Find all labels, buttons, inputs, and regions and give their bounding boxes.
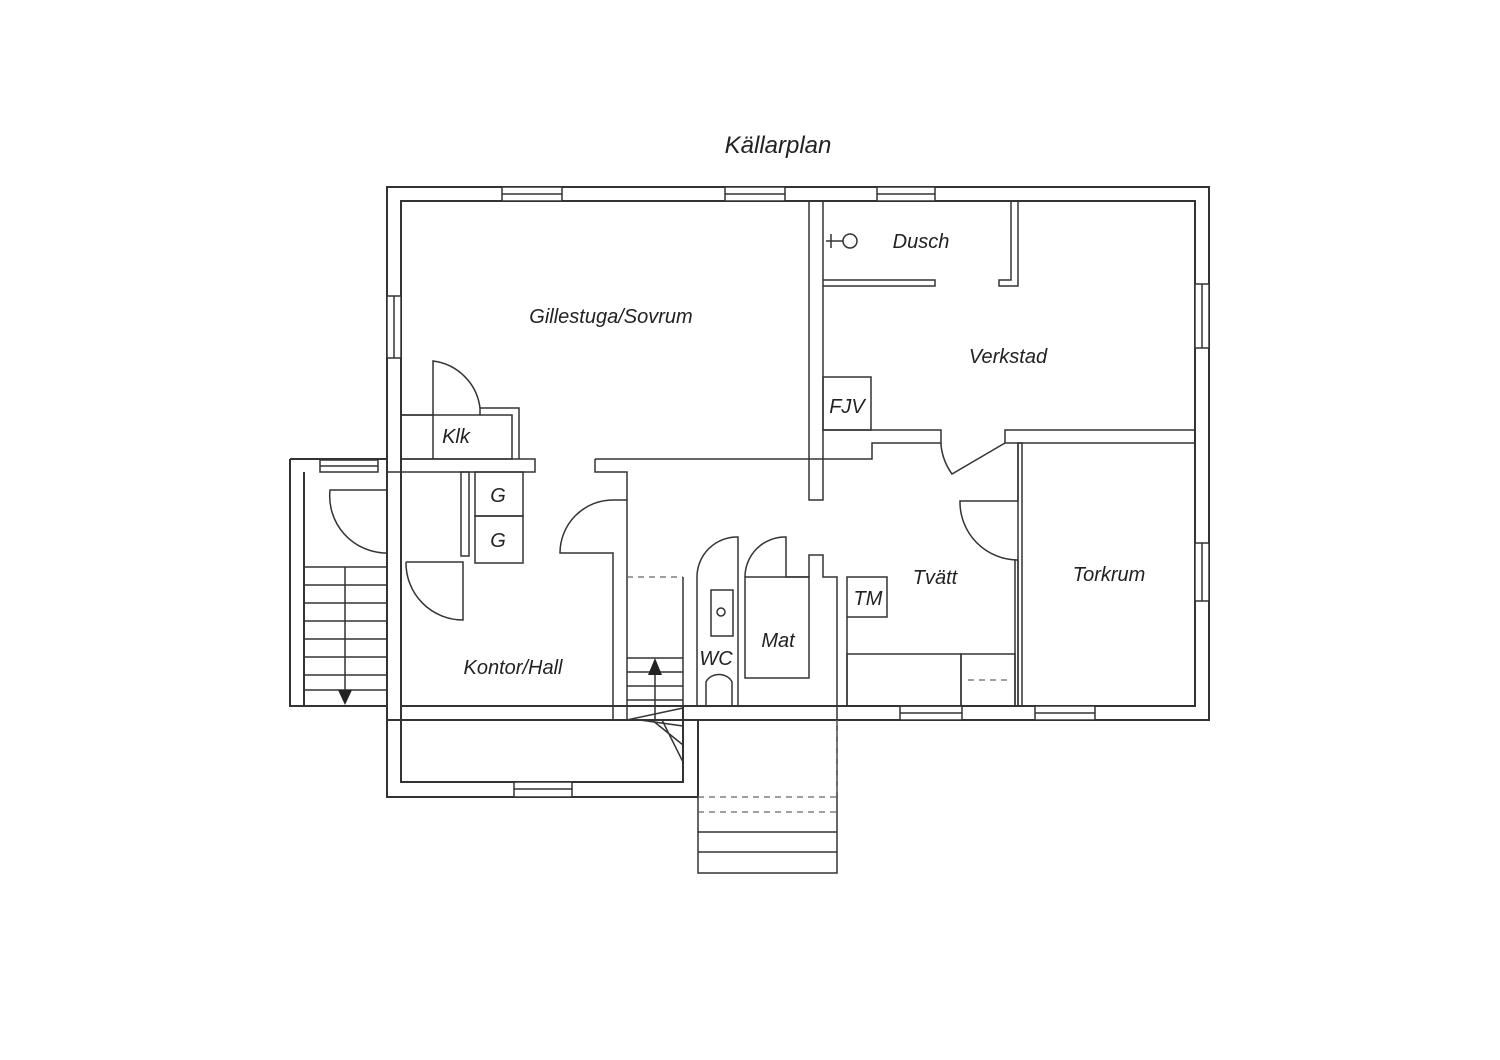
- interior-walls: [328, 200, 1196, 782]
- south-entrance-steps: [697, 720, 838, 874]
- windows: [319, 186, 1210, 798]
- room-label-klk: Klk: [442, 426, 471, 448]
- room-label-verkstad: Verkstad: [969, 346, 1048, 368]
- room-label-torkrum: Torkrum: [1073, 564, 1146, 586]
- room-label-mat: Mat: [761, 630, 796, 652]
- plan-title: Källarplan: [725, 132, 832, 159]
- room-label-g-1: G: [490, 485, 506, 507]
- room-label-wc: WC: [699, 648, 733, 670]
- room-label-fjv: FJV: [829, 396, 866, 418]
- room-labels: Gillestuga/Sovrum Dusch Verkstad FJV Klk…: [442, 231, 1145, 679]
- room-label-g-2: G: [490, 530, 506, 552]
- room-label-tvatt: Tvätt: [913, 567, 959, 589]
- stairs-down-arrow-icon: [338, 690, 352, 705]
- room-label-tm: TM: [854, 588, 883, 610]
- interior-stairs: [626, 657, 684, 763]
- room-label-dusch: Dusch: [893, 231, 950, 253]
- west-stairs: [289, 458, 387, 707]
- stairs-up-arrow-icon: [648, 658, 662, 675]
- room-label-gillestuga: Gillestuga/Sovrum: [529, 306, 692, 328]
- room-label-kontor: Kontor/Hall: [464, 657, 563, 679]
